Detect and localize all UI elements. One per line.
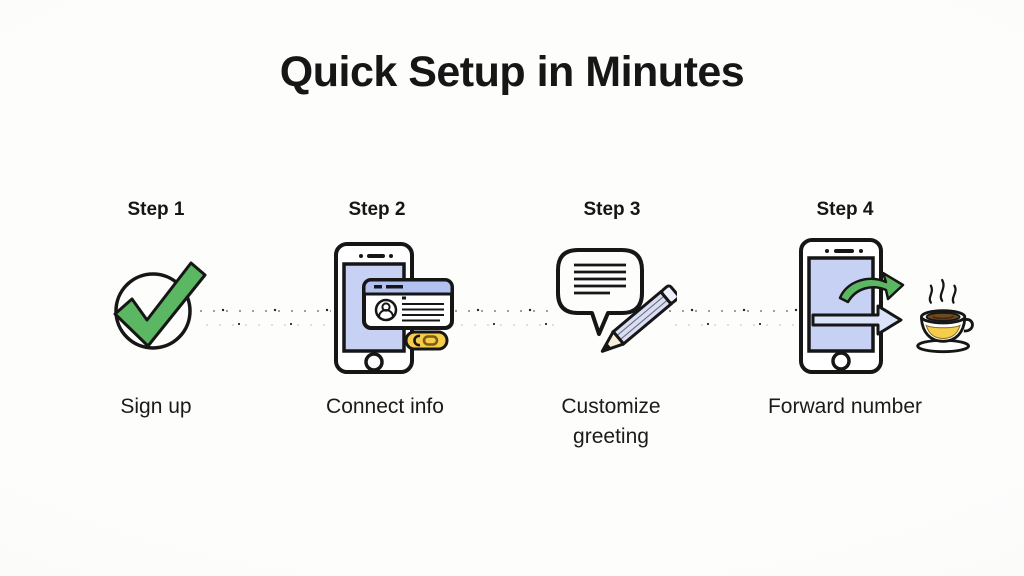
coffee-cup-icon xyxy=(912,276,978,368)
step2-label: Connect info xyxy=(326,395,444,418)
step2-header: Step 2 xyxy=(348,199,406,220)
dotted-connector-segment-2 xyxy=(450,306,554,330)
page-title: Quick Setup in Minutes xyxy=(279,48,745,96)
step3-header: Step 3 xyxy=(583,199,641,220)
step1-header: Step 1 xyxy=(127,199,185,220)
step4-label: Forward number xyxy=(767,395,923,418)
phone-forward-arrow-icon xyxy=(796,236,921,376)
step4-header: Step 4 xyxy=(816,199,874,220)
step3-label: Customize greeting xyxy=(561,395,661,448)
check-circle-icon xyxy=(100,250,215,365)
dotted-connector-segment-3 xyxy=(664,306,798,330)
step1-label: Sign up xyxy=(120,395,192,418)
phone-contact-card-icon xyxy=(330,240,455,376)
speech-bubble-pencil-icon xyxy=(552,245,677,370)
dotted-connector-segment-1 xyxy=(195,306,331,330)
